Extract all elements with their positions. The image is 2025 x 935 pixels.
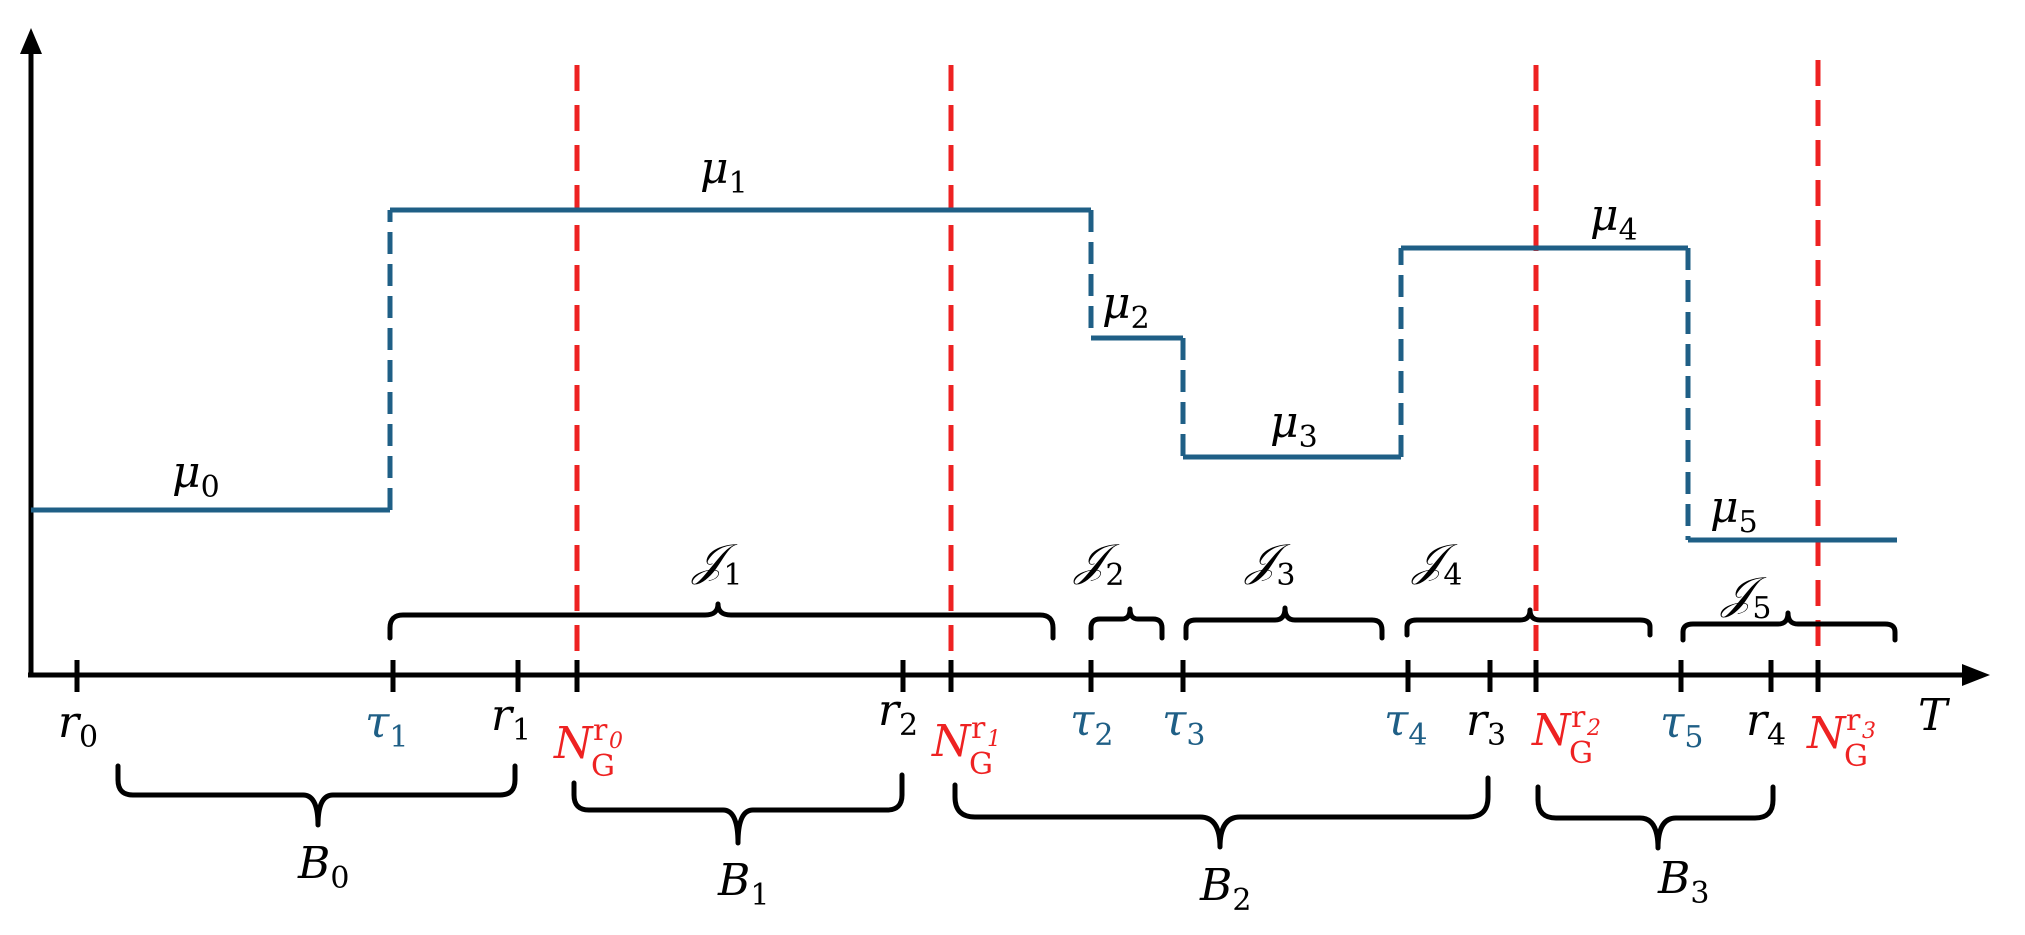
brace-b2	[952, 775, 1491, 850]
svg-text:r: r	[1846, 703, 1861, 738]
svg-text:1: 1	[987, 727, 1001, 752]
j4-label: 𝒥4	[1411, 535, 1462, 593]
tau5-label: τ5	[1660, 697, 1703, 755]
mu3-label: μ3	[1270, 397, 1318, 455]
brace-j4	[1404, 607, 1653, 638]
x-axis-label: T	[1918, 690, 1951, 741]
n0-label: N G r 0	[553, 713, 623, 784]
j2-label: 𝒥2	[1073, 535, 1124, 593]
svg-text:N: N	[1531, 705, 1572, 756]
r-labels: r0 r1 r2 r3 r4	[58, 685, 1786, 755]
x-axis-arrowhead	[1962, 664, 1990, 686]
mu2-label: μ2	[1102, 278, 1150, 336]
svg-text:G: G	[1569, 736, 1593, 771]
brace-b0	[115, 763, 518, 828]
brace-b1	[571, 772, 905, 846]
y-axis-arrowhead	[20, 28, 42, 54]
svg-text:3: 3	[1862, 719, 1876, 744]
mu1-label: μ1	[700, 143, 748, 201]
svg-text:N: N	[1806, 708, 1847, 759]
svg-text:r: r	[1571, 700, 1586, 735]
brace-j5	[1680, 610, 1898, 643]
tau1-label: τ1	[365, 697, 408, 755]
svg-text:G: G	[591, 749, 615, 784]
j1-label: 𝒥1	[691, 535, 742, 593]
svg-text:N: N	[931, 716, 972, 767]
brace-j2	[1088, 606, 1165, 641]
b-labels: B0 B1 B2 B3	[297, 838, 1709, 918]
block-braces	[115, 763, 1776, 851]
r2-label: r2	[878, 685, 918, 743]
svg-text:G: G	[969, 747, 993, 782]
interval-braces	[387, 601, 1898, 643]
n1-label: N G r 1	[931, 711, 1001, 782]
mu4-label: μ4	[1590, 190, 1638, 248]
n2-label: N G r 2	[1531, 700, 1601, 771]
step-function	[31, 207, 1897, 543]
interval-labels: 𝒥1 𝒥2 𝒥3 𝒥4 𝒥5	[691, 535, 1771, 626]
svg-text:2: 2	[1586, 716, 1601, 741]
brace-b3	[1535, 784, 1776, 851]
b3-label: B3	[1657, 853, 1709, 911]
axes	[20, 28, 1990, 686]
r3-label: r3	[1466, 695, 1506, 753]
tau-labels: τ1 τ2 τ3 τ4 τ5	[365, 695, 1703, 755]
j5-label: 𝒥5	[1720, 568, 1771, 626]
red-dashed-lines	[574, 60, 1821, 690]
r4-label: r4	[1746, 695, 1786, 753]
svg-text:0: 0	[609, 729, 623, 754]
svg-text:r: r	[971, 711, 986, 746]
svg-text:r: r	[593, 713, 608, 748]
j3-label: 𝒥3	[1244, 535, 1295, 593]
tau3-label: τ3	[1162, 695, 1205, 753]
r1-label: r1	[491, 690, 531, 748]
tau4-label: τ4	[1384, 695, 1427, 753]
mu5-label: μ5	[1710, 482, 1758, 540]
x-ticks	[74, 660, 1821, 692]
n3-label: N G r 3	[1806, 703, 1876, 774]
brace-j3	[1183, 605, 1385, 641]
b1-label: B1	[717, 855, 769, 913]
b0-label: B0	[297, 838, 349, 896]
n-labels: N G r 0 N G r 1 N G r 2 N G r 3	[553, 700, 1876, 784]
svg-text:N: N	[553, 718, 594, 769]
svg-text:G: G	[1844, 739, 1868, 774]
b2-label: B2	[1199, 860, 1251, 918]
tau2-label: τ2	[1070, 695, 1113, 753]
brace-j1	[387, 601, 1056, 641]
r0-label: r0	[58, 697, 98, 755]
mu0-label: μ0	[172, 447, 220, 505]
mu-labels: μ0 μ1 μ2 μ3 μ4 μ5	[172, 143, 1758, 540]
